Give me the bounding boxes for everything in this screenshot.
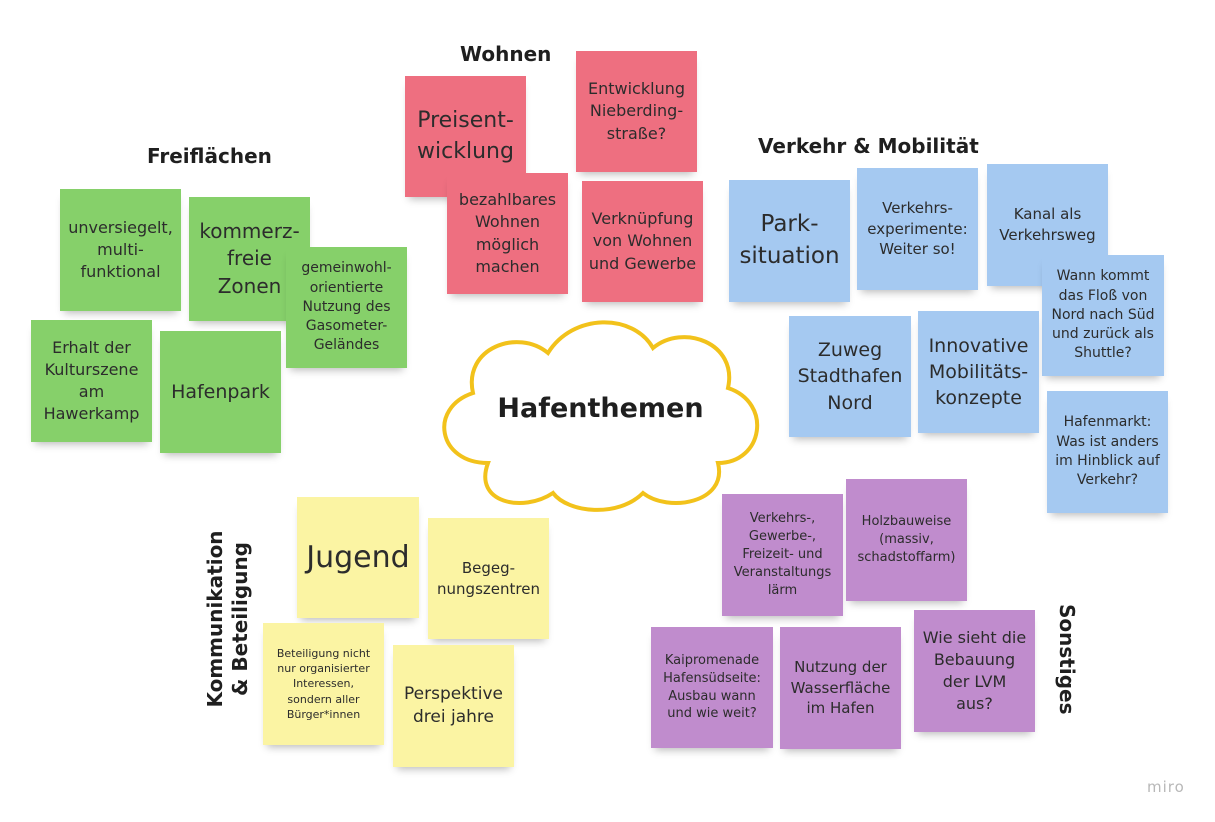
note-hafenmarkt[interactable]: Hafenmarkt: Was ist anders im Hinblick a… xyxy=(1047,391,1168,513)
center-cloud-shape xyxy=(442,320,760,512)
note-verknuepfung[interactable]: Verknüpfung von Wohnen und Gewerbe xyxy=(582,181,703,302)
note-parksituation[interactable]: Park- situation xyxy=(729,180,850,302)
note-unversiegelt[interactable]: unversiegelt, multi- funktional xyxy=(60,189,181,311)
miro-logo: miro xyxy=(1147,778,1185,796)
note-beteiligung[interactable]: Beteiligung nicht nur organisierter Inte… xyxy=(263,623,384,745)
center-title: Hafenthemen xyxy=(497,393,704,424)
heading-kommunikation: Kommunikation & Beteiligung xyxy=(203,519,257,719)
note-verkehrsexperimente[interactable]: Verkehrs- experimente: Weiter so! xyxy=(857,168,978,290)
note-kaipromenade[interactable]: Kaipromenade Hafensüdseite: Ausbau wann … xyxy=(651,627,773,748)
heading-verkehr: Verkehr & Mobilität xyxy=(758,134,979,158)
note-holzbauweise[interactable]: Holzbauweise (massiv, schadstoffarm) xyxy=(846,479,967,601)
note-hafenpark[interactable]: Hafenpark xyxy=(160,331,281,453)
note-nieberdingstrasse[interactable]: Entwicklung Nieberding- straße? xyxy=(576,51,697,172)
heading-freiflaechen: Freiflächen xyxy=(147,144,272,168)
heading-wohnen: Wohnen xyxy=(460,42,552,66)
note-begegnungszentren[interactable]: Begeg- nungszentren xyxy=(428,518,549,639)
note-gasometer[interactable]: gemeinwohl- orientierte Nutzung des Gaso… xyxy=(286,247,407,368)
note-lvm-bebauung[interactable]: Wie sieht die Bebauung der LVM aus? xyxy=(914,610,1035,732)
heading-kommunikation-line2: & Beteiligung xyxy=(228,542,252,697)
note-kulturszene[interactable]: Erhalt der Kulturszene am Hawerkamp xyxy=(31,320,152,442)
note-bezahlbares-wohnen[interactable]: bezahlbares Wohnen möglich machen xyxy=(447,173,568,294)
heading-sonstiges: Sonstiges xyxy=(1055,604,1079,715)
note-jugend[interactable]: Jugend xyxy=(297,497,419,618)
note-mobilitaetskonzepte[interactable]: Innovative Mobilitäts- konzepte xyxy=(918,311,1039,433)
note-laerm[interactable]: Verkehrs-, Gewerbe-, Freizeit- und Veran… xyxy=(722,494,843,616)
note-zuweg[interactable]: Zuweg Stadthafen Nord xyxy=(789,316,911,437)
note-wasserflaeche[interactable]: Nutzung der Wasserfläche im Hafen xyxy=(780,627,901,749)
note-perspektive[interactable]: Perspektive drei jahre xyxy=(393,645,514,767)
heading-kommunikation-line1: Kommunikation xyxy=(203,530,227,708)
note-floss-shuttle[interactable]: Wann kommt das Floß von Nord nach Süd un… xyxy=(1042,255,1164,376)
